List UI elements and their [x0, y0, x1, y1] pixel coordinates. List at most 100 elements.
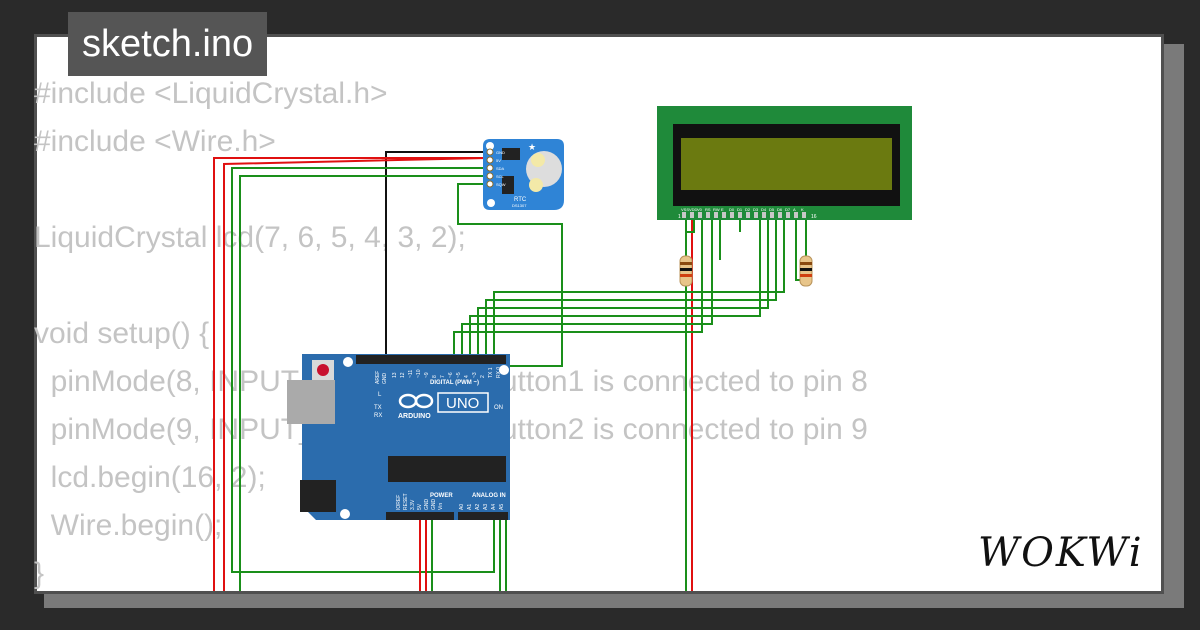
code-line: }: [34, 557, 45, 590]
rtc-pin[interactable]: [486, 164, 494, 172]
digital-pin-label: ~9: [424, 372, 430, 378]
code-line: Wire.begin();: [34, 509, 223, 542]
wokwi-logo: WOKWi: [978, 530, 1142, 576]
wire-lcd-d6: [485, 218, 777, 360]
arduino-brand: ARDUINO: [398, 413, 431, 420]
resistor-2[interactable]: [799, 255, 813, 287]
wire-5v-rtc: [213, 157, 487, 591]
power-pin-label: 3.3V: [410, 499, 416, 510]
power-label: POWER: [430, 493, 453, 499]
wire-sqw: [457, 183, 563, 367]
rx-label: RX: [374, 413, 382, 419]
lcd-pin[interactable]: [778, 212, 782, 218]
analog-header: [458, 512, 508, 520]
analog-pin-label: A2: [475, 504, 481, 510]
lcd-pin[interactable]: [714, 212, 718, 218]
analog-pin-label: A0: [459, 504, 465, 510]
lcd-pin-first: 1: [678, 214, 681, 220]
digital-pin-label: ~6: [448, 372, 454, 378]
lcd-pin[interactable]: [794, 212, 798, 218]
wire-lcd-e: [461, 218, 713, 360]
code-line: lcd.begin(16, 2);: [34, 461, 266, 494]
lcd-pin-label: D1: [737, 207, 743, 212]
lcd-pin[interactable]: [722, 212, 726, 218]
lcd-pin[interactable]: [698, 212, 702, 218]
power-pin-label: 5V: [417, 503, 423, 510]
rtc-pin-label: 5V: [496, 158, 501, 163]
wire-lcd-d5: [477, 218, 769, 360]
lcd-pin-label: D0: [729, 207, 735, 212]
lcd-pin-label: D4: [761, 207, 767, 212]
wires: [213, 151, 808, 591]
lcd-pin[interactable]: [746, 212, 750, 218]
lcd-pin-last: 16: [811, 214, 817, 220]
digital-pin-label: 13: [392, 372, 398, 378]
rtc-pin-label: SQW: [496, 182, 506, 187]
rtc-part: DS1307: [512, 203, 527, 208]
rtc-pin[interactable]: [486, 148, 494, 156]
digital-pin-label: 4: [464, 375, 470, 378]
digital-pin-label: 7: [440, 375, 446, 378]
lcd-pin[interactable]: [802, 212, 806, 218]
digital-pin-label: ~3: [472, 372, 478, 378]
power-pin-label: GND: [424, 499, 430, 511]
power-pin-label: RESET: [403, 493, 409, 510]
lcd-pin-label: D6: [777, 207, 783, 212]
lcd-pin[interactable]: [706, 212, 710, 218]
digital-pin-label: ~11: [408, 370, 414, 378]
rtc-pin[interactable]: [486, 156, 494, 164]
code-line: LiquidCrystal lcd(7, 6, 5, 4, 3, 2);: [34, 221, 466, 254]
power-jack: [300, 480, 336, 512]
lcd-pin-label: A: [793, 207, 796, 212]
digital-pin-label: TX 1: [488, 367, 494, 378]
digital-label: DIGITAL (PWM ~): [430, 380, 479, 386]
lcd-pin[interactable]: [738, 212, 742, 218]
lcd-pin[interactable]: [754, 212, 758, 218]
power-pin-label: Vin: [438, 503, 444, 510]
lcd-pin-label: D7: [785, 207, 791, 212]
lcd-pin[interactable]: [770, 212, 774, 218]
wire-lcd-v0: [685, 218, 695, 260]
lcd-pin-label: VSS: [681, 207, 689, 212]
lcd-pin-label: E: [721, 207, 724, 212]
resistor-1[interactable]: [679, 255, 693, 287]
power-header: [386, 512, 454, 520]
arduino-uno[interactable]: UNO ARDUINO DIGITAL (PWM ~) POWER ANALOG…: [287, 354, 510, 520]
code-line: #include <LiquidCrystal.h>: [34, 77, 388, 110]
digital-header: [356, 355, 506, 364]
lcd-pin[interactable]: [682, 212, 686, 218]
l-label: L: [378, 392, 382, 398]
lcd-pin[interactable]: [762, 212, 766, 218]
usb-port: [287, 380, 335, 424]
analog-pin-label: A4: [491, 504, 497, 510]
wire-scl: [239, 175, 487, 591]
digital-pin-label: ~5: [456, 372, 462, 378]
analog-pin-label: A3: [483, 504, 489, 510]
lcd-pin-label: D3: [753, 207, 759, 212]
mount-hole-icon: [487, 199, 495, 207]
analog-pin-label: A1: [467, 504, 473, 510]
lcd-pin-label: RS: [705, 207, 711, 212]
lcd-pin[interactable]: [786, 212, 790, 218]
microcontroller-chip: [388, 456, 506, 482]
lcd-pin-label: V0: [697, 207, 703, 212]
rtc-label: RTC: [514, 197, 527, 203]
digital-pin-label: RX 0: [496, 367, 502, 378]
rtc-pin[interactable]: [486, 180, 494, 188]
rtc-pin[interactable]: [486, 172, 494, 180]
wire-red-long: [223, 157, 488, 591]
rtc-pin-label: SDA: [496, 166, 505, 171]
gnd-label: GND: [382, 373, 388, 385]
digital-pin-label: ~10: [416, 369, 422, 378]
lcd-pin-label: D5: [769, 207, 775, 212]
lcd-pin[interactable]: [730, 212, 734, 218]
power-pin-label: GND: [431, 499, 437, 511]
analog-pin-label: A5: [499, 504, 505, 510]
star-icon: ★: [528, 143, 536, 153]
lcd-pin[interactable]: [690, 212, 694, 218]
